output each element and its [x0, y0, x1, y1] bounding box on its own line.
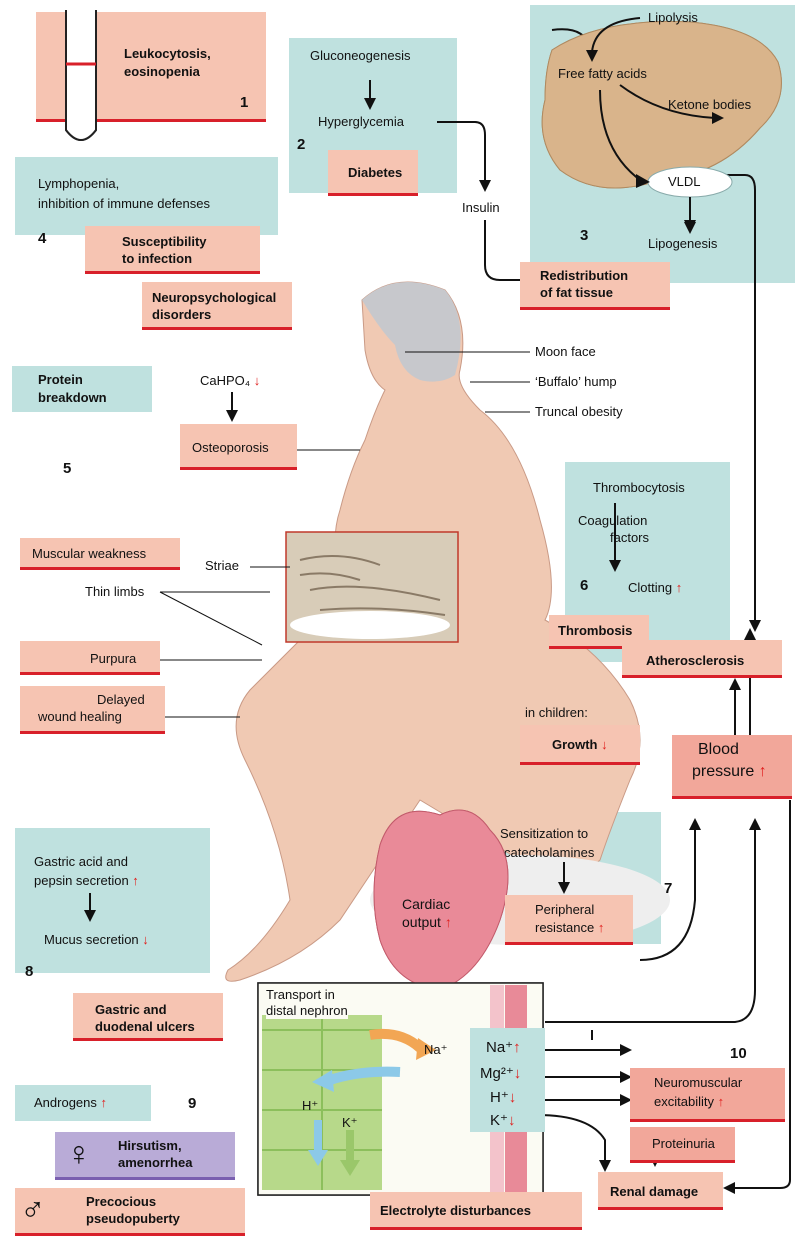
- free-fatty-acids-label: Free fatty acids: [558, 66, 647, 82]
- transport-label: Transport in: [266, 987, 335, 1003]
- striae-label: Striae: [205, 558, 239, 574]
- precocious-label: Precocious: [86, 1194, 156, 1210]
- insulin-label: Insulin: [462, 200, 500, 216]
- panel-number-2: 2: [297, 136, 305, 153]
- immune-defenses-label: inhibition of immune defenses: [38, 196, 210, 212]
- in-children-label: in children:: [525, 705, 588, 721]
- clotting-label: Clotting ↑: [628, 580, 682, 596]
- breakdown-label: breakdown: [38, 390, 107, 406]
- fat-tissue-label: of fat tissue: [540, 285, 613, 301]
- pseudopuberty-label: pseudopuberty: [86, 1211, 180, 1227]
- sensitization-label: Sensitization to: [500, 826, 588, 842]
- leukocytosis-label: Leukocytosis,: [124, 46, 211, 62]
- h-out-label: H⁺: [302, 1098, 318, 1114]
- catecholamines-label: catecholamines: [504, 845, 594, 861]
- osteoporosis-label: Osteoporosis: [192, 440, 269, 456]
- atherosclerosis-label: Atherosclerosis: [646, 653, 744, 669]
- truncal-obesity-label: Truncal obesity: [535, 404, 623, 420]
- disorders-label: disorders: [152, 307, 211, 323]
- distal-nephron-label: distal nephron: [266, 1003, 348, 1019]
- peripheral-label: Peripheral: [535, 902, 594, 918]
- cardiac-label: Cardiac: [402, 896, 450, 912]
- susceptibility-label: Susceptibility: [122, 234, 207, 250]
- panel-number-5: 5: [63, 460, 71, 477]
- wound-healing-label: wound healing: [38, 709, 122, 725]
- k-level: K⁺↓: [490, 1113, 515, 1129]
- panel-number-8: 8: [25, 963, 33, 980]
- purpura-label: Purpura: [90, 651, 136, 667]
- neuromuscular-label: Neuromuscular: [654, 1075, 742, 1091]
- moon-face-label: Moon face: [535, 344, 596, 360]
- panel-number-9: 9: [188, 1095, 196, 1112]
- blood-label: Blood: [698, 742, 739, 758]
- coagulation-label: Coagulation: [578, 513, 647, 529]
- neuropsych-label: Neuropsychological: [152, 290, 276, 306]
- buffalo-hump-label: ‘Buffalo’ hump: [535, 374, 617, 390]
- male-icon: ♂: [20, 1190, 46, 1230]
- na-level: Na⁺↑: [486, 1040, 521, 1056]
- h-level: H⁺↓: [490, 1090, 516, 1106]
- renal-damage-label: Renal damage: [610, 1184, 698, 1200]
- thrombocytosis-label: Thrombocytosis: [593, 480, 685, 496]
- panel-number-6: 6: [580, 577, 588, 594]
- panel-number-4: 4: [38, 230, 46, 247]
- pressure-label: pressure ↑: [692, 764, 767, 780]
- gluconeogenesis-label: Gluconeogenesis: [310, 48, 410, 64]
- vldl-label: VLDL: [668, 174, 701, 190]
- growth-label: Growth ↓: [552, 737, 608, 753]
- delayed-label: Delayed: [97, 692, 145, 708]
- hyperglycemia-label: Hyperglycemia: [318, 114, 404, 130]
- ketone-bodies-label: Ketone bodies: [668, 97, 751, 113]
- gastric-acid-label: Gastric acid and: [34, 854, 128, 870]
- to-infection-label: to infection: [122, 251, 192, 267]
- redistribution-label: Redistribution: [540, 268, 628, 284]
- duodenal-ulcers-label: duodenal ulcers: [95, 1019, 195, 1035]
- panel-number-3: 3: [580, 227, 588, 244]
- mg-level: Mg²⁺↓: [480, 1066, 521, 1082]
- amenorrhea-label: amenorrhea: [118, 1155, 192, 1171]
- lymphopenia-label: Lymphopenia,: [38, 176, 119, 192]
- androgens-label: Androgens ↑: [34, 1095, 107, 1111]
- output-label: output ↑: [402, 914, 452, 930]
- panel-number-10: 10: [730, 1045, 747, 1062]
- lipogenesis-label: Lipogenesis: [648, 236, 717, 252]
- proteinuria-label: Proteinuria: [652, 1136, 715, 1152]
- female-icon: ♀: [66, 1134, 92, 1174]
- excitability-label: excitability ↑: [654, 1094, 724, 1110]
- striae-inset: [286, 532, 458, 642]
- k-out-label: K⁺: [342, 1115, 358, 1131]
- protein-label: Protein: [38, 372, 83, 388]
- resistance-label: resistance ↑: [535, 920, 604, 936]
- cahpo4-label: CaHPO₄ ↓: [200, 373, 260, 389]
- electrolyte-label: Electrolyte disturbances: [380, 1203, 531, 1219]
- gastric-and-label: Gastric and: [95, 1002, 167, 1018]
- thin-limbs-label: Thin limbs: [85, 584, 144, 600]
- hirsutism-label: Hirsutism,: [118, 1138, 182, 1154]
- pepsin-secretion-label: pepsin secretion ↑: [34, 873, 139, 889]
- factors-label: factors: [610, 530, 649, 546]
- muscular-weakness-label: Muscular weakness: [32, 546, 146, 562]
- panel-number-7: 7: [664, 880, 672, 897]
- mucus-secretion-label: Mucus secretion ↓: [44, 932, 149, 948]
- lipolysis-label: Lipolysis: [648, 10, 698, 26]
- panel-number-1: 1: [240, 94, 248, 111]
- eosinopenia-label: eosinopenia: [124, 64, 200, 80]
- na-in-label: Na⁺: [424, 1042, 447, 1058]
- thrombosis-label: Thrombosis: [558, 623, 632, 639]
- diabetes-label: Diabetes: [348, 165, 402, 181]
